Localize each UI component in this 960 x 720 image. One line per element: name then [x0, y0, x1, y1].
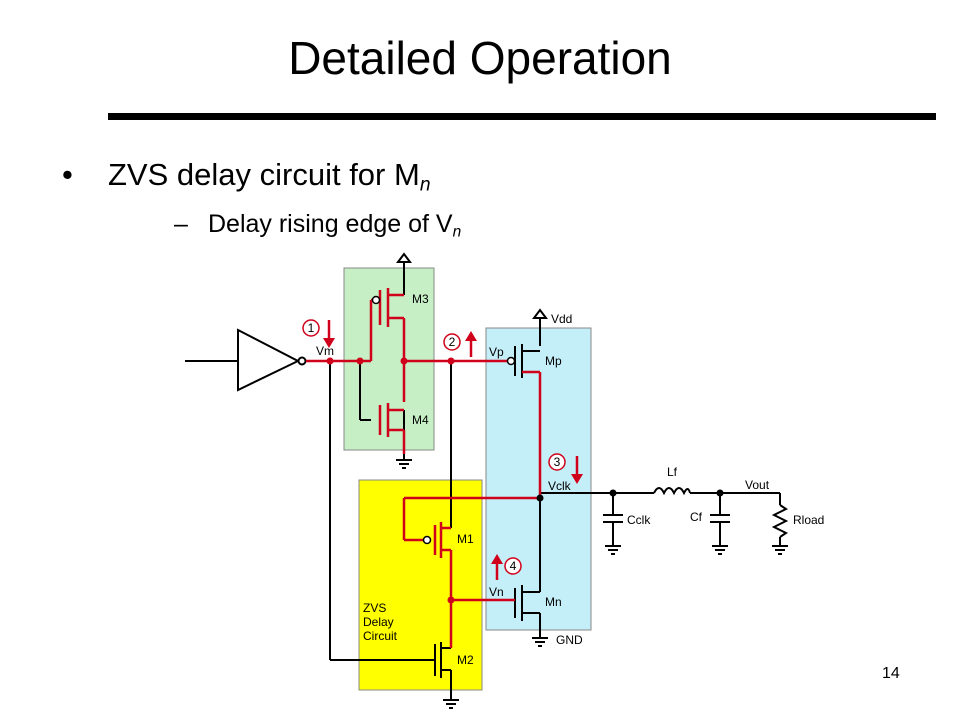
vdd-arrow-top	[396, 252, 412, 263]
step-badge-3	[548, 453, 566, 471]
sub-bullet-text: Delay rising edge of V	[208, 210, 453, 238]
ground-symbols	[396, 459, 788, 709]
label-zvs-2: Delay	[363, 615, 394, 629]
power-stage-block-cyan	[485, 327, 592, 631]
page-number: 14	[882, 665, 900, 682]
label-mp: Mp	[545, 354, 562, 368]
bullet-subscript: n	[419, 174, 431, 196]
vdd-arrow-mp	[532, 308, 548, 319]
label-zvs-1: ZVS	[363, 601, 386, 615]
m1-gate-bubble	[422, 535, 432, 545]
bullet-text: ZVS delay circuit for M	[108, 157, 420, 192]
title-rule	[108, 113, 936, 120]
label-cclk: Cclk	[627, 513, 651, 527]
zvs-delay-block-yellow	[358, 479, 483, 691]
label-cf: Cf	[690, 510, 703, 524]
label-mn: Mn	[545, 595, 562, 609]
label-zvs-3: Circuit	[363, 629, 398, 643]
label-vclk: Vclk	[548, 479, 572, 493]
driver-triangle	[237, 328, 301, 392]
label-m2: M2	[457, 653, 474, 667]
label-vp: Vp	[489, 345, 504, 359]
step-number-4: 4	[510, 559, 517, 573]
label-vdd: Vdd	[551, 312, 572, 326]
resistor-rload	[771, 504, 789, 538]
label-rload: Rload	[793, 513, 824, 527]
label-m1: M1	[457, 532, 474, 546]
label-gnd: GND	[556, 633, 583, 647]
step-number-1: 1	[308, 321, 315, 335]
label-vn: Vn	[489, 585, 504, 599]
bullet-marker: •	[62, 157, 73, 192]
mp-gate-bubble	[506, 356, 516, 366]
sub-bullet-subscript: n	[452, 223, 462, 241]
slide-title: Detailed Operation	[288, 32, 672, 84]
label-m4: M4	[412, 413, 429, 427]
label-m3: M3	[412, 292, 429, 306]
sub-bullet-marker: –	[174, 210, 188, 238]
label-vm: Vm	[316, 344, 334, 358]
node-dots	[326, 357, 724, 604]
step-number-2: 2	[449, 335, 456, 349]
label-lf: Lf	[667, 465, 678, 479]
step-badge-1	[302, 319, 320, 337]
step-number-3: 3	[554, 455, 561, 469]
step-badge-4	[504, 557, 522, 575]
driver-bubble	[297, 356, 307, 366]
label-vout: Vout	[745, 478, 770, 492]
inductor-lf	[653, 487, 691, 496]
step-badge-2	[443, 333, 461, 351]
m3-gate-bubble	[371, 295, 381, 305]
